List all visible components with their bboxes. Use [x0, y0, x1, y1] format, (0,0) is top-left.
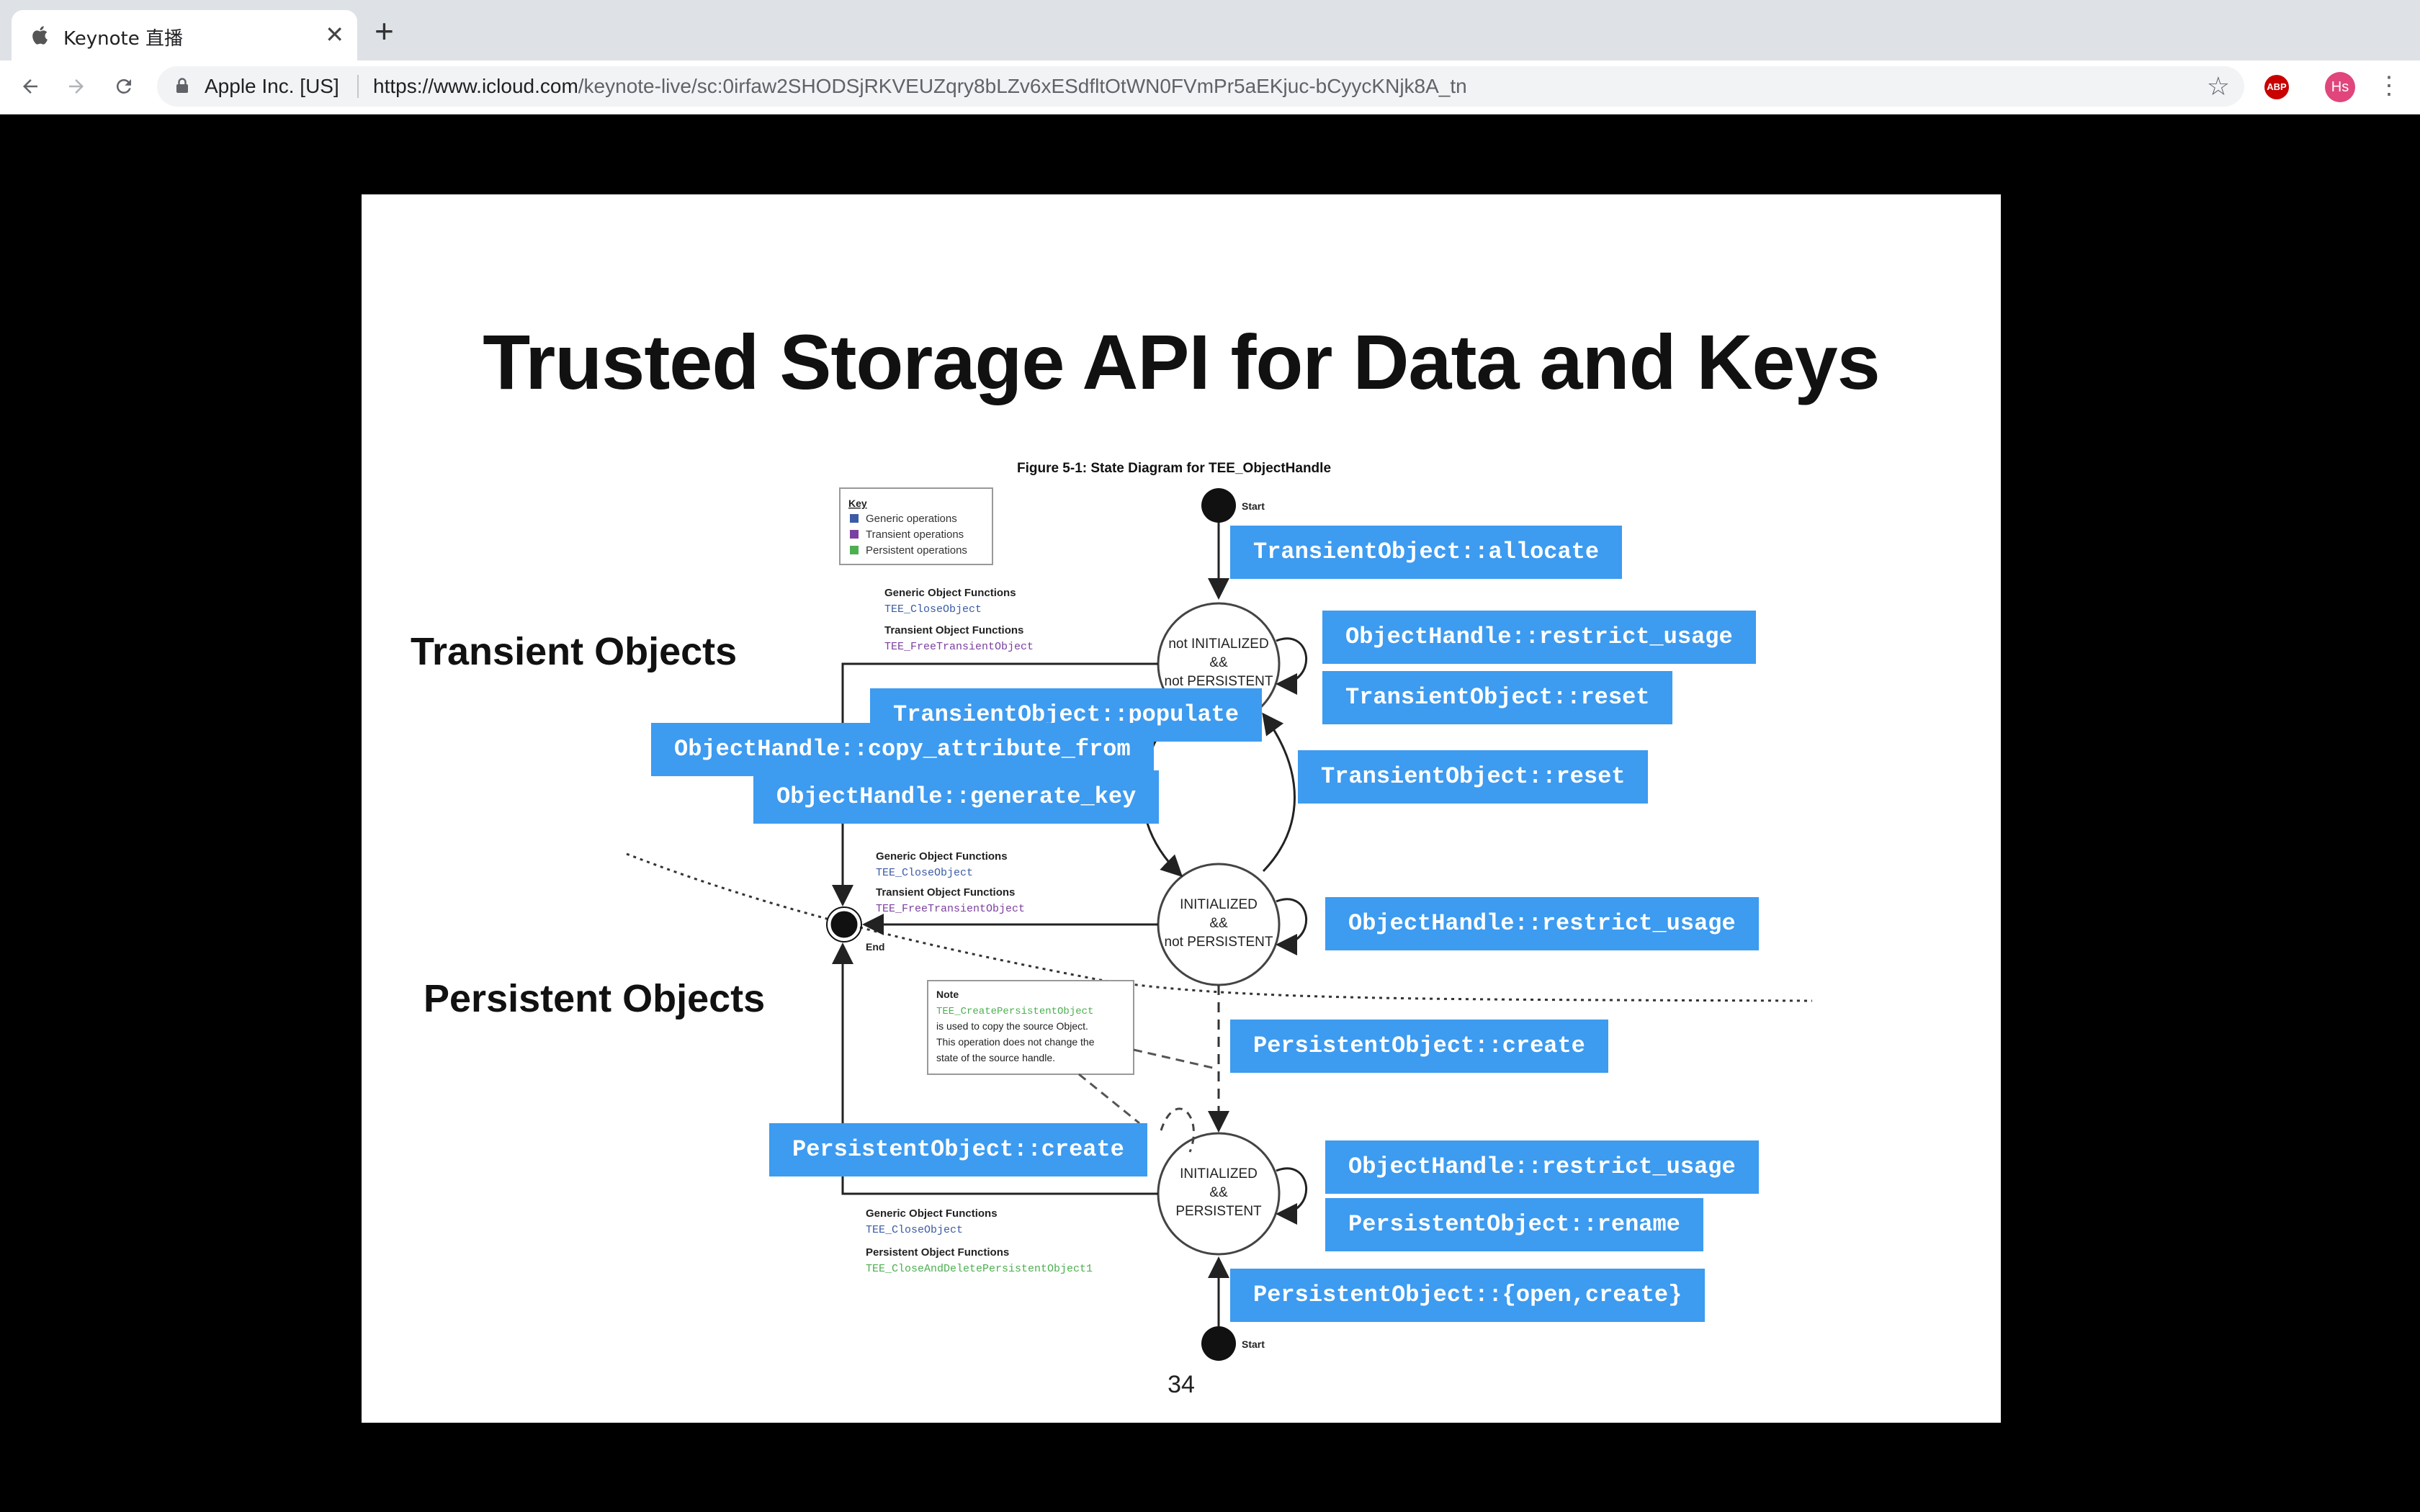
forward-arrow-icon[interactable] — [59, 69, 94, 104]
state1-line3: not PERSISTENT — [1165, 674, 1273, 689]
back-arrow-icon[interactable] — [13, 69, 48, 104]
note-line3: state of the source handle. — [936, 1052, 1055, 1063]
g2-title1: Generic Object Functions — [876, 850, 1008, 863]
end-label: End — [866, 941, 884, 953]
browser-toolbar: Apple Inc. [US] https://www.icloud.com/k… — [0, 60, 2420, 114]
callout-copy-attribute-from: ObjectHandle::copy_attribute_from — [651, 723, 1154, 776]
state3-line1: INITIALIZED — [1180, 1166, 1258, 1182]
state2-line2: && — [1209, 916, 1228, 931]
g3-fn1: TEE_CloseObject — [866, 1224, 963, 1236]
g1-title2: Transient Object Functions — [884, 624, 1023, 636]
tab-bar: Keynote 直播 ✕ + — [0, 0, 2420, 60]
g3-title2: Persistent Object Functions — [866, 1246, 1009, 1259]
start-label-bottom: Start — [1242, 1338, 1265, 1350]
address-bar[interactable]: Apple Inc. [US] https://www.icloud.com/k… — [157, 66, 2244, 107]
g2-fn2: TEE_FreeTransientObject — [876, 903, 1025, 915]
three-dot-menu-icon[interactable]: ⋮ — [2377, 72, 2401, 99]
callout-persistent-create-1: PersistentObject::create — [1230, 1020, 1608, 1073]
star-icon[interactable]: ☆ — [2206, 71, 2230, 101]
start-node-top — [1201, 488, 1236, 523]
key-persistent-label: Persistent operations — [866, 544, 967, 557]
state1-line1: not INITIALIZED — [1168, 636, 1268, 652]
state2-line3: not PERSISTENT — [1165, 935, 1273, 950]
adblock-extension-icon[interactable]: ABP — [2264, 75, 2289, 99]
key-title: Key — [848, 498, 867, 509]
state1-line2: && — [1209, 655, 1228, 670]
callout-persistent-open-create: PersistentObject::{open,create} — [1230, 1269, 1706, 1322]
state-diagram: Figure 5-1: State Diagram for TEE_Object… — [626, 461, 1813, 1361]
site-identity[interactable]: Apple Inc. [US] — [205, 75, 339, 97]
callout-restrict-usage-2: ObjectHandle::restrict_usage — [1325, 897, 1759, 950]
callout-transient-reset-1: TransientObject::reset — [1322, 671, 1673, 724]
url-host: https://www.icloud.com — [373, 75, 578, 97]
g2-fn1: TEE_CloseObject — [876, 867, 973, 879]
figure-caption: Figure 5-1: State Diagram for TEE_Object… — [1017, 461, 1331, 476]
callout-restrict-usage-1: ObjectHandle::restrict_usage — [1322, 611, 1756, 664]
g2-title2: Transient Object Functions — [876, 886, 1015, 899]
reload-icon[interactable] — [107, 69, 141, 104]
callout-generate-key: ObjectHandle::generate_key — [753, 770, 1160, 824]
state3-line3: PERSISTENT — [1175, 1204, 1262, 1219]
g1-fn1: TEE_CloseObject — [884, 603, 982, 616]
url-path: /keynote-live/sc:0irfaw2SHODSjRKVEUZqry8… — [578, 75, 1467, 97]
state3-line2: && — [1209, 1185, 1228, 1200]
transient-objects-label: Transient Objects — [411, 630, 738, 673]
apple-logo-icon — [32, 26, 48, 45]
note-box: Note TEE_CreatePersistentObject is used … — [927, 980, 1134, 1075]
g3-title1: Generic Object Functions — [866, 1207, 998, 1220]
start-label-top: Start — [1242, 500, 1265, 512]
key-transient-label: Transient operations — [866, 528, 964, 541]
note-line1: is used to copy the source Object. — [936, 1020, 1088, 1032]
note-fn: TEE_CreatePersistentObject — [936, 1006, 1093, 1017]
profile-avatar[interactable]: Hs — [2325, 72, 2355, 102]
url-text[interactable]: https://www.icloud.com/keynote-live/sc:0… — [373, 75, 1467, 98]
end-node — [828, 909, 860, 940]
omnibox-separator — [357, 75, 359, 98]
callout-transient-reset-2: TransientObject::reset — [1298, 750, 1649, 804]
g3-fn2: TEE_CloseAndDeletePersistentObject1 — [866, 1263, 1093, 1275]
slide: Trusted Storage API for Data and Keys Tr… — [362, 194, 2001, 1423]
state2-line1: INITIALIZED — [1180, 897, 1258, 912]
callout-restrict-usage-3: ObjectHandle::restrict_usage — [1325, 1140, 1759, 1194]
new-tab-button[interactable]: + — [375, 12, 394, 50]
g1-title1: Generic Object Functions — [884, 587, 1016, 599]
tab-title: Keynote 直播 — [63, 28, 183, 50]
note-title: Note — [936, 989, 959, 1000]
key-generic-label: Generic operations — [866, 513, 957, 525]
start-node-bottom — [1201, 1326, 1236, 1361]
persistent-objects-label: Persistent Objects — [424, 977, 766, 1020]
lock-icon[interactable] — [176, 78, 189, 94]
callout-transient-allocate: TransientObject::allocate — [1230, 526, 1623, 579]
slide-page-number: 34 — [1168, 1371, 1195, 1398]
callout-persistent-rename: PersistentObject::rename — [1325, 1198, 1703, 1251]
slide-title: Trusted Storage API for Data and Keys — [483, 318, 1880, 405]
note-line2: This operation does not change the — [936, 1036, 1095, 1048]
browser-tab[interactable]: Keynote 直播 ✕ — [12, 10, 357, 60]
callout-persistent-create-2: PersistentObject::create — [769, 1123, 1147, 1176]
g1-fn2: TEE_FreeTransientObject — [884, 641, 1034, 653]
diagram-key: Key Generic operations Transient operati… — [839, 487, 993, 565]
close-tab-icon[interactable]: ✕ — [325, 22, 344, 48]
